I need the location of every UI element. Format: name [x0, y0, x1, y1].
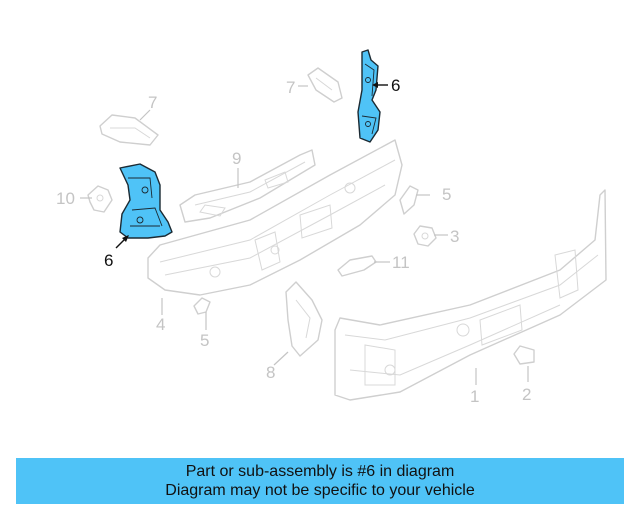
leader-lines: [80, 82, 529, 385]
callout-11[interactable]: 11: [392, 253, 410, 272]
part-7-right-bracket[interactable]: [307, 67, 343, 103]
part-5-lower-bracket[interactable]: [193, 297, 211, 315]
callout-5-lower[interactable]: 5: [200, 331, 209, 350]
part-8-bracket[interactable]: [285, 281, 323, 357]
callout-1[interactable]: 1: [470, 387, 479, 406]
callout-8[interactable]: 8: [266, 363, 275, 382]
part-5-right-bracket[interactable]: [399, 185, 419, 215]
part-9-rail[interactable]: [179, 149, 316, 223]
part-6-right-highlighted[interactable]: [357, 49, 381, 143]
callout-7-right[interactable]: 7: [286, 78, 295, 97]
callout-7-left[interactable]: 7: [148, 93, 157, 112]
part-1-reinforcement[interactable]: [334, 189, 607, 401]
callout-10[interactable]: 10: [56, 189, 75, 208]
callout-2[interactable]: 2: [522, 385, 531, 404]
info-banner: Part or sub-assembly is #6 in diagram Di…: [16, 458, 624, 504]
callout-5-right[interactable]: 5: [442, 185, 451, 204]
arrow-head-left-6: [122, 235, 129, 242]
part-6-left-highlighted[interactable]: [119, 163, 173, 239]
part-10-clip[interactable]: [87, 185, 113, 213]
part-3-bracket[interactable]: [413, 225, 437, 247]
callout-6-right[interactable]: 6: [391, 76, 400, 95]
part-7-left-pad[interactable]: [99, 114, 159, 146]
part-11-clip[interactable]: [337, 255, 377, 277]
part-4-rear-panel[interactable]: [147, 139, 403, 296]
banner-line-1: Part or sub-assembly is #6 in diagram: [185, 463, 455, 480]
callout-6-left[interactable]: 6: [104, 251, 113, 270]
callout-4[interactable]: 4: [156, 315, 165, 334]
part-2-bracket[interactable]: [513, 345, 535, 365]
callout-9[interactable]: 9: [232, 149, 241, 168]
parts-diagram: 7 7 6 9 10 5 3 6 11 4 5 8 1 2: [56, 49, 607, 406]
callout-labels: 7 7 6 9 10 5 3 6 11 4 5 8 1 2: [56, 76, 531, 406]
arrow-head-right-6: [372, 82, 378, 88]
banner-line-2: Diagram may not be specific to your vehi…: [165, 482, 475, 499]
callout-3[interactable]: 3: [450, 227, 459, 246]
